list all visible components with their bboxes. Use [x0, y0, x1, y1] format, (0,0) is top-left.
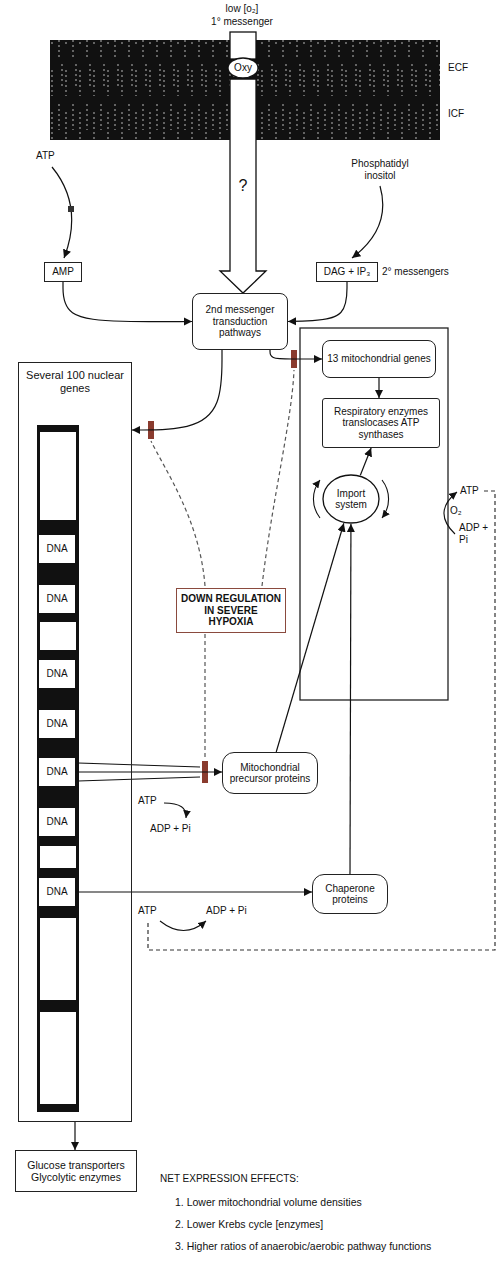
cycle-arrow: [313, 480, 320, 518]
dna-segment: DNA: [39, 808, 75, 836]
edge-label: ?: [237, 177, 250, 195]
node-text: AMP: [47, 266, 79, 278]
dna-blank: [40, 1012, 76, 1104]
oval-outline: [323, 475, 379, 523]
pathway-arrow: [75, 891, 312, 892]
enzyme-mark: [68, 206, 74, 212]
oval-outline: [228, 58, 258, 78]
node-text: Chaperone proteins: [316, 883, 384, 906]
pathway-arrow: [75, 771, 222, 772]
import-circle: Import system: [322, 474, 380, 524]
signal-arrow: [220, 79, 266, 293]
reaction-arrow: [164, 803, 186, 818]
sensor-oval: Oxy: [227, 57, 259, 79]
messenger-label: 1° messenger: [190, 16, 294, 28]
enzyme-box: Respiratory enzymes translocases ATP syn…: [322, 398, 440, 448]
pathway-arrow: [378, 378, 379, 398]
messenger-box: DAG + IP₃: [316, 262, 378, 282]
node-text: DAG + IP₃: [319, 266, 375, 278]
node-text: DNA: [40, 816, 74, 828]
effect-item: 3. Higher ratios of anaerobic/aerobic pa…: [175, 1240, 497, 1252]
node-text: DNA: [40, 766, 74, 778]
molecule-label: O₂: [450, 505, 470, 517]
node-text: 2nd messenger transduction pathways: [197, 304, 283, 339]
dna-segment: DNA: [39, 660, 75, 688]
molecule-label: Phosphatidyl inositol: [345, 158, 415, 181]
pathway-arrow: [360, 448, 371, 475]
molecule-label: ATP: [460, 485, 490, 497]
molecule-label: ADP + Pi: [206, 905, 266, 917]
pathway-arrow: [63, 282, 192, 322]
cycle-arrow: [382, 480, 389, 518]
section-heading: NET EXPRESSION EFFECTS:: [160, 1173, 460, 1185]
messenger-label: 2° messengers: [382, 266, 472, 278]
messenger-box: AMP: [44, 262, 82, 282]
protein-box: Chaperone proteins: [312, 874, 388, 914]
node-text: Glucose transporters Glycolytic enzymes: [20, 1159, 132, 1183]
stimulus-label: low [o₂]: [196, 3, 288, 15]
compartment-label: ECF: [448, 62, 488, 74]
effect-item: 1. Lower mitochondrial volume densities: [175, 1196, 497, 1208]
node-text: Import system: [324, 488, 378, 511]
pathway-arrow: [349, 524, 351, 874]
dna-segment: DNA: [39, 585, 75, 613]
dna-blank: [40, 918, 76, 1000]
node-text: Respiratory enzymes translocases ATP syn…: [326, 406, 436, 441]
node-text: DNA: [40, 718, 74, 730]
atp-supply-dashes: [148, 491, 495, 950]
dna-segment: DNA: [39, 878, 75, 906]
dna-segment: DNA: [39, 710, 75, 738]
dna-blank: [40, 622, 76, 650]
node-text: Mitochondrial precursor proteins: [226, 762, 314, 785]
node-text: DNA: [40, 543, 74, 555]
gene-column: Several 100 nuclear genesDNA DNA DNA DNA DNA…: [18, 362, 132, 1122]
molecule-label: ADP + Pi: [150, 823, 210, 835]
reaction-arrow: [52, 167, 72, 258]
signal-arrow-shaft: [230, 32, 256, 59]
dna-blank: [40, 846, 76, 868]
reaction-arrow: [160, 921, 206, 931]
pathway-arrow: [74, 1122, 75, 1150]
node-text: 13 mitochondrial genes: [326, 353, 432, 365]
molecule-label: ADP + Pi: [459, 522, 499, 545]
dna-blank: [40, 432, 76, 520]
protein-box: Mitochondrial precursor proteins: [222, 752, 318, 794]
pathway-arrow: [276, 523, 344, 752]
pathway-arrow: [132, 350, 222, 430]
molecule-label: ATP: [138, 795, 164, 807]
reaction-arrow: [352, 186, 383, 258]
node-text: DNA: [40, 593, 74, 605]
mitochondrion-outline: [300, 328, 448, 700]
molecule-label: ATP: [138, 905, 164, 917]
node-text: DOWN REGULATION IN SEVERE HYPOXIA: [181, 593, 281, 628]
node-text: DNA: [40, 668, 74, 680]
pathway-arrow: [270, 350, 322, 359]
node-text: DNA: [40, 886, 74, 898]
effect-item: 2. Lower Krebs cycle [enzymes]: [175, 1218, 497, 1230]
dna-segment: DNA: [39, 758, 75, 786]
gene-box: 13 mitochondrial genes: [322, 340, 436, 378]
regulation-box: DOWN REGULATION IN SEVERE HYPOXIA: [176, 588, 286, 633]
molecule-label: ATP: [36, 150, 66, 162]
dna-strip: [37, 425, 79, 1112]
compartment-label: ICF: [448, 108, 488, 120]
node-text: Several 100 nuclear genes: [25, 369, 125, 394]
pathway-box: 2nd messenger transduction pathways: [192, 293, 288, 350]
product-box: Glucose transporters Glycolytic enzymes: [15, 1150, 137, 1192]
dna-segment: DNA: [39, 535, 75, 563]
node-text: Oxy: [228, 62, 258, 74]
pathway-arrow: [288, 282, 347, 322]
